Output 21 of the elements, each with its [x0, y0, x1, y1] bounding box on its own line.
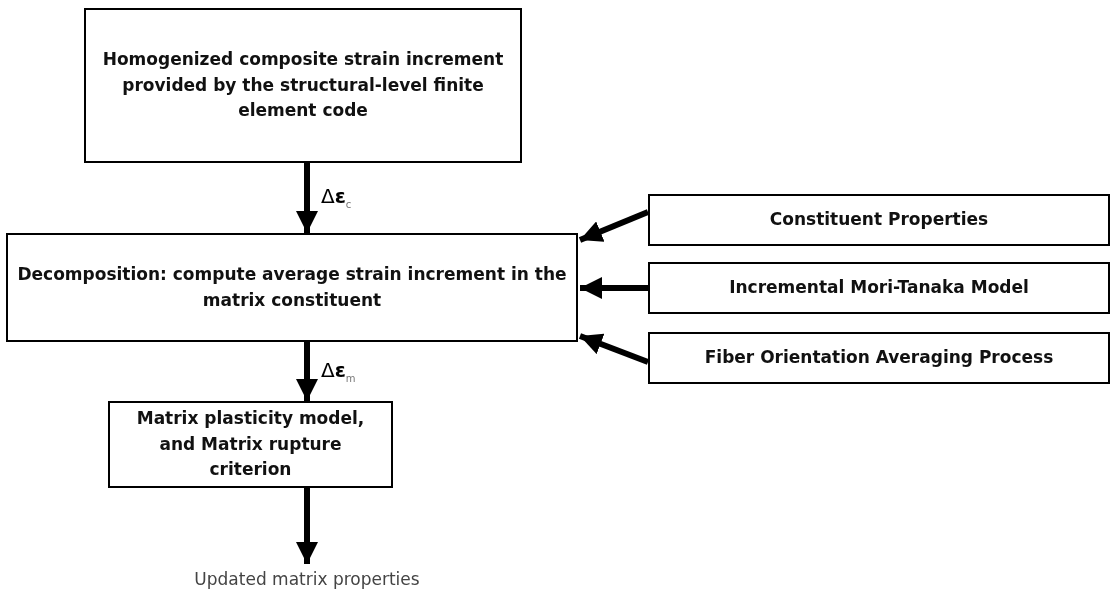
process-box	[6, 233, 578, 342]
arrow	[578, 209, 650, 243]
box-text: Incremental Mori-Tanaka Model	[728, 276, 1030, 300]
process-box	[648, 262, 1110, 314]
process-box	[84, 8, 522, 163]
arrow	[578, 333, 650, 365]
box-text: Homogenized composite strain increment provided by the structural-level finite element code	[101, 48, 505, 123]
arrow	[580, 277, 648, 299]
process-box	[648, 194, 1110, 246]
process-box	[648, 332, 1110, 384]
edge-label: Δε$_{c}$	[321, 184, 352, 210]
arrow	[296, 163, 318, 233]
process-box	[108, 401, 393, 488]
arrow	[296, 488, 318, 564]
arrow	[296, 342, 318, 401]
edge-label: Δε$_{m}$	[321, 357, 356, 384]
box-text: Matrix plasticity model, and Matrix rupture criterion	[135, 407, 366, 482]
box-text: Fiber Orientation Averaging Process	[703, 346, 1055, 370]
output-text: Updated matrix properties	[193, 568, 421, 592]
box-text: Decomposition: compute average strain increment in the matrix constituent	[16, 263, 568, 312]
box-text: Constituent Properties	[768, 208, 990, 232]
